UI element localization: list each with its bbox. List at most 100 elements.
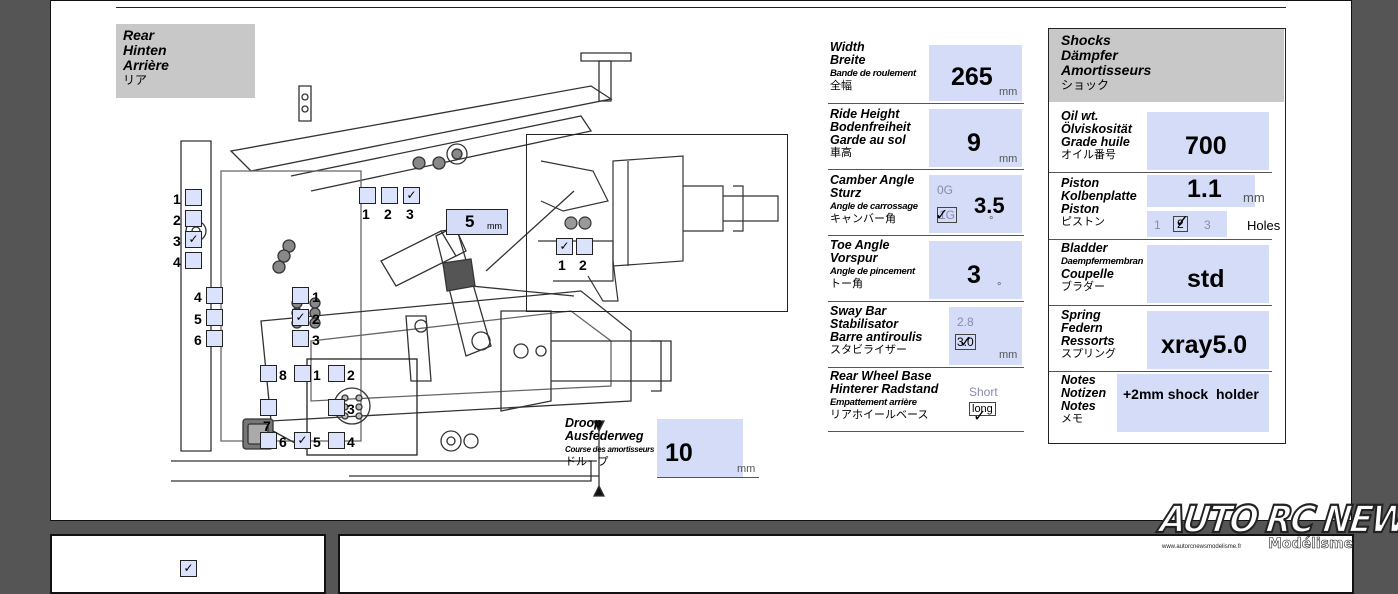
sway-bar-unit: mm: [999, 349, 1018, 361]
spacer-unit: mm: [487, 221, 502, 231]
grid-checkbox-1[interactable]: [294, 365, 311, 382]
droop-label-jp: ドループ: [565, 456, 609, 468]
oil-divider: [1049, 172, 1272, 173]
grid-checkbox-7[interactable]: [260, 399, 277, 416]
arm-hole-checkbox-4[interactable]: [185, 252, 202, 269]
inset-checkbox-1[interactable]: ✓: [556, 238, 573, 255]
camber-field[interactable]: 0G 1G ✓ 3.5 °: [929, 175, 1022, 233]
wheel-base-check-icon: ✓: [973, 408, 987, 425]
left-hole-checkbox-6[interactable]: [206, 330, 223, 347]
piston-size-field[interactable]: 1.1: [1147, 175, 1255, 207]
oil-field[interactable]: 700: [1147, 112, 1269, 170]
piston-holes-label: Holes: [1247, 218, 1281, 233]
toe-field[interactable]: 3 °: [929, 241, 1022, 299]
inset-checkbox-2[interactable]: [576, 238, 593, 255]
spring-divider: [1049, 371, 1272, 372]
toe-value: 3: [967, 261, 981, 289]
droop-field[interactable]: 10: [657, 419, 743, 477]
right-hole-checkbox-1[interactable]: [292, 287, 309, 304]
grid-checkbox-3[interactable]: [328, 399, 345, 416]
arm-hole-label-1: 1: [173, 191, 181, 207]
notes-field[interactable]: +2mm shock holder: [1117, 374, 1269, 432]
oil-label-fr: Grade huile: [1061, 135, 1130, 149]
sway-bar-label-de: Stabilisator: [830, 317, 899, 331]
sway-bar-label-en: Sway Bar: [830, 304, 887, 318]
sway-bar-check-icon: ✓: [959, 334, 973, 351]
width-field[interactable]: 265 mm: [929, 45, 1022, 101]
grid-label-5: 5: [313, 434, 321, 450]
grid-checkbox-6[interactable]: [260, 432, 277, 449]
oil-label-en: Oil wt.: [1061, 109, 1099, 123]
ride-height-label-jp: 車高: [830, 147, 852, 159]
spring-field[interactable]: xray5.0: [1147, 311, 1269, 369]
right-hole-label-3: 3: [312, 332, 320, 348]
right-hole-checkbox-3[interactable]: [292, 330, 309, 347]
piston-label-en: Piston: [1061, 176, 1100, 190]
top-mount-checkbox-1[interactable]: [359, 187, 376, 204]
grid-label-3: 3: [347, 401, 355, 417]
right-hole-checkbox-2[interactable]: ✓: [292, 309, 309, 326]
shocks-header: Shocks Dämpfer Amortisseurs ショック: [1049, 29, 1284, 102]
logo-sub: Modélisme: [1268, 536, 1354, 553]
notes-label-en: Notes: [1061, 373, 1096, 387]
wheel-base-option-long[interactable]: long: [969, 402, 996, 416]
piston-option-1[interactable]: 1: [1154, 218, 1161, 232]
top-mount-label-3: 3: [406, 206, 414, 222]
notes-label-de: Notizen: [1061, 386, 1107, 400]
inset-drawing: [538, 155, 779, 302]
arm-hole-checkbox-1[interactable]: [185, 189, 202, 206]
spring-label-jp: スプリング: [1061, 348, 1116, 360]
grid-checkbox-2[interactable]: [328, 365, 345, 382]
bladder-label-en: Bladder: [1061, 241, 1108, 255]
left-hole-checkbox-5[interactable]: [206, 309, 223, 326]
ride-height-field[interactable]: 9 mm: [929, 109, 1022, 167]
width-label: Width Breite Bande de roulement 全幅: [830, 41, 916, 93]
grid-label-1: 1: [313, 367, 321, 383]
camber-label: Camber Angle Sturz Angle de carrossage キ…: [830, 174, 918, 226]
rear-title-jp: リア: [123, 73, 148, 87]
camber-option-0g[interactable]: 0G: [937, 183, 954, 197]
droop-value: 10: [665, 439, 693, 467]
left-hole-checkbox-4[interactable]: [206, 287, 223, 304]
grid-checkbox-5[interactable]: ✓: [294, 432, 311, 449]
inset-label-1: 1: [558, 257, 566, 273]
width-label-en: Width: [830, 40, 865, 54]
sway-bar-option-3-0[interactable]: 3.0: [955, 334, 976, 350]
wheel-base-divider: [828, 431, 1024, 432]
droop-label: Droop Ausfederweg Course des amortisseur…: [565, 417, 654, 469]
bladder-field[interactable]: std: [1147, 245, 1269, 303]
grid-checkbox-4[interactable]: [328, 432, 345, 449]
camber-option-1g[interactable]: 1G: [937, 207, 958, 223]
spacer-field[interactable]: 5 mm: [446, 209, 508, 235]
width-label-fr: Bande de roulement: [830, 68, 916, 79]
wheel-base-option-short[interactable]: Short: [969, 385, 998, 399]
top-mount-checkbox-3[interactable]: ✓: [403, 187, 420, 204]
width-value: 265: [951, 63, 993, 91]
shocks-title-fr: Amortisseurs: [1061, 62, 1152, 78]
arm-hole-checkbox-2[interactable]: [185, 210, 202, 227]
toe-label-fr: Angle de pincement: [830, 266, 915, 277]
ride-height-label-de: Bodenfreiheit: [830, 120, 911, 134]
toe-label-en: Toe Angle: [830, 238, 890, 252]
piston-label-de: Kolbenplatte: [1061, 189, 1137, 203]
arm-hole-checkbox-3[interactable]: ✓: [185, 231, 202, 248]
piston-check-icon: ✓: [1175, 212, 1190, 231]
top-mount-checkbox-2[interactable]: [381, 187, 398, 204]
wheel-base-label: Rear Wheel Base Hinterer Radstand Empatt…: [830, 370, 938, 422]
wheel-base-options: Short long: [969, 385, 998, 417]
grid-label-4: 4: [347, 434, 355, 450]
grid-checkbox-8[interactable]: [260, 365, 277, 382]
arm-hole-label-2: 2: [173, 212, 181, 228]
piston-option-3[interactable]: 3: [1204, 218, 1211, 232]
sway-bar-option-2-8[interactable]: 2.8: [957, 315, 974, 329]
piston-option-2[interactable]: 2: [1173, 216, 1188, 232]
wheel-base-label-fr: Empattement arrière: [830, 397, 917, 408]
spring-value: xray5.0: [1161, 331, 1248, 359]
spring-label-de: Federn: [1061, 321, 1103, 335]
grid-label-2: 2: [347, 367, 355, 383]
arm-hole-label-3: 3: [173, 233, 181, 249]
bottom-left-checkbox[interactable]: ✓: [180, 560, 197, 577]
sway-bar-field[interactable]: 2.8 3.0 ✓ mm: [949, 307, 1022, 365]
rear-title-en: Rear: [123, 27, 155, 43]
left-hole-label-5: 5: [194, 311, 202, 327]
